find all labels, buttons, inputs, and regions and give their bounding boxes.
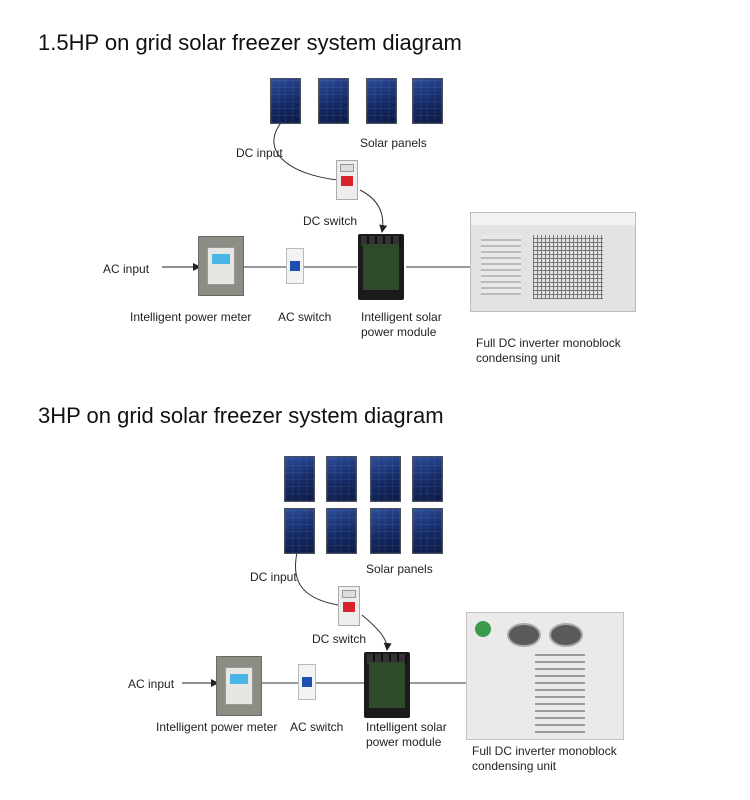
ac-input-label: AC input <box>128 677 175 691</box>
condensing-unit-label-line1: Full DC inverter monoblock <box>476 336 621 350</box>
solar-panel-icon <box>412 456 443 502</box>
solar-panel-icon <box>270 78 301 124</box>
solar-panel-icon <box>326 508 357 554</box>
power-module-label-line2: power module <box>366 735 442 749</box>
solar-panels-label: Solar panels <box>360 136 427 150</box>
solar-panel-icon <box>366 78 397 124</box>
power-module-label-line1: Intelligent solar <box>361 310 442 324</box>
condensing-unit-icon <box>470 212 636 312</box>
power-module-label-line1: Intelligent solar <box>366 720 447 734</box>
dc-switch-label: DC switch <box>303 214 358 228</box>
solar-panel-icon <box>370 456 401 502</box>
power-meter-label: Intelligent power meter <box>156 720 278 734</box>
power-meter-icon <box>198 236 244 296</box>
ac-switch-icon <box>286 248 304 284</box>
ac-input-label: AC input <box>103 262 150 276</box>
solar-panel-icon <box>370 508 401 554</box>
dc-input-label: DC input <box>250 570 297 584</box>
condensing-unit-label-line2: condensing unit <box>472 759 557 773</box>
solar-panel-icon <box>326 456 357 502</box>
dc-switch-label: DC switch <box>312 632 367 646</box>
condensing-unit-label-line2: condensing unit <box>476 351 561 365</box>
power-module-icon <box>358 234 404 300</box>
dc-input-wire-2 <box>294 547 339 606</box>
dc-switch-wire-2 <box>361 614 392 651</box>
ac-switch-icon <box>298 664 316 700</box>
solar-panel-icon <box>284 508 315 554</box>
solar-panel-icon <box>318 78 349 124</box>
diagram2-title: 3HP on grid solar freezer system diagram <box>38 403 444 428</box>
power-module-label-line2: power module <box>361 325 437 339</box>
ac-switch-label: AC switch <box>278 310 332 324</box>
dc-switch-wire <box>359 189 388 233</box>
solar-panels-label: Solar panels <box>366 562 433 576</box>
solar-panel-icon <box>284 456 315 502</box>
diagram1-title: 1.5HP on grid solar freezer system diagr… <box>38 30 462 55</box>
dc-switch-icon <box>338 586 360 626</box>
power-meter-label: Intelligent power meter <box>130 310 252 324</box>
dc-switch-icon <box>336 160 358 200</box>
solar-panel-icon <box>412 508 443 554</box>
dc-input-label: DC input <box>236 146 283 160</box>
power-meter-icon <box>216 656 262 716</box>
dc-input-wire <box>273 117 339 181</box>
solar-panel-icon <box>412 78 443 124</box>
condensing-unit-label-line1: Full DC inverter monoblock <box>472 744 617 758</box>
condensing-unit-icon <box>466 612 624 740</box>
power-module-icon <box>364 652 410 718</box>
ac-switch-label: AC switch <box>290 720 344 734</box>
